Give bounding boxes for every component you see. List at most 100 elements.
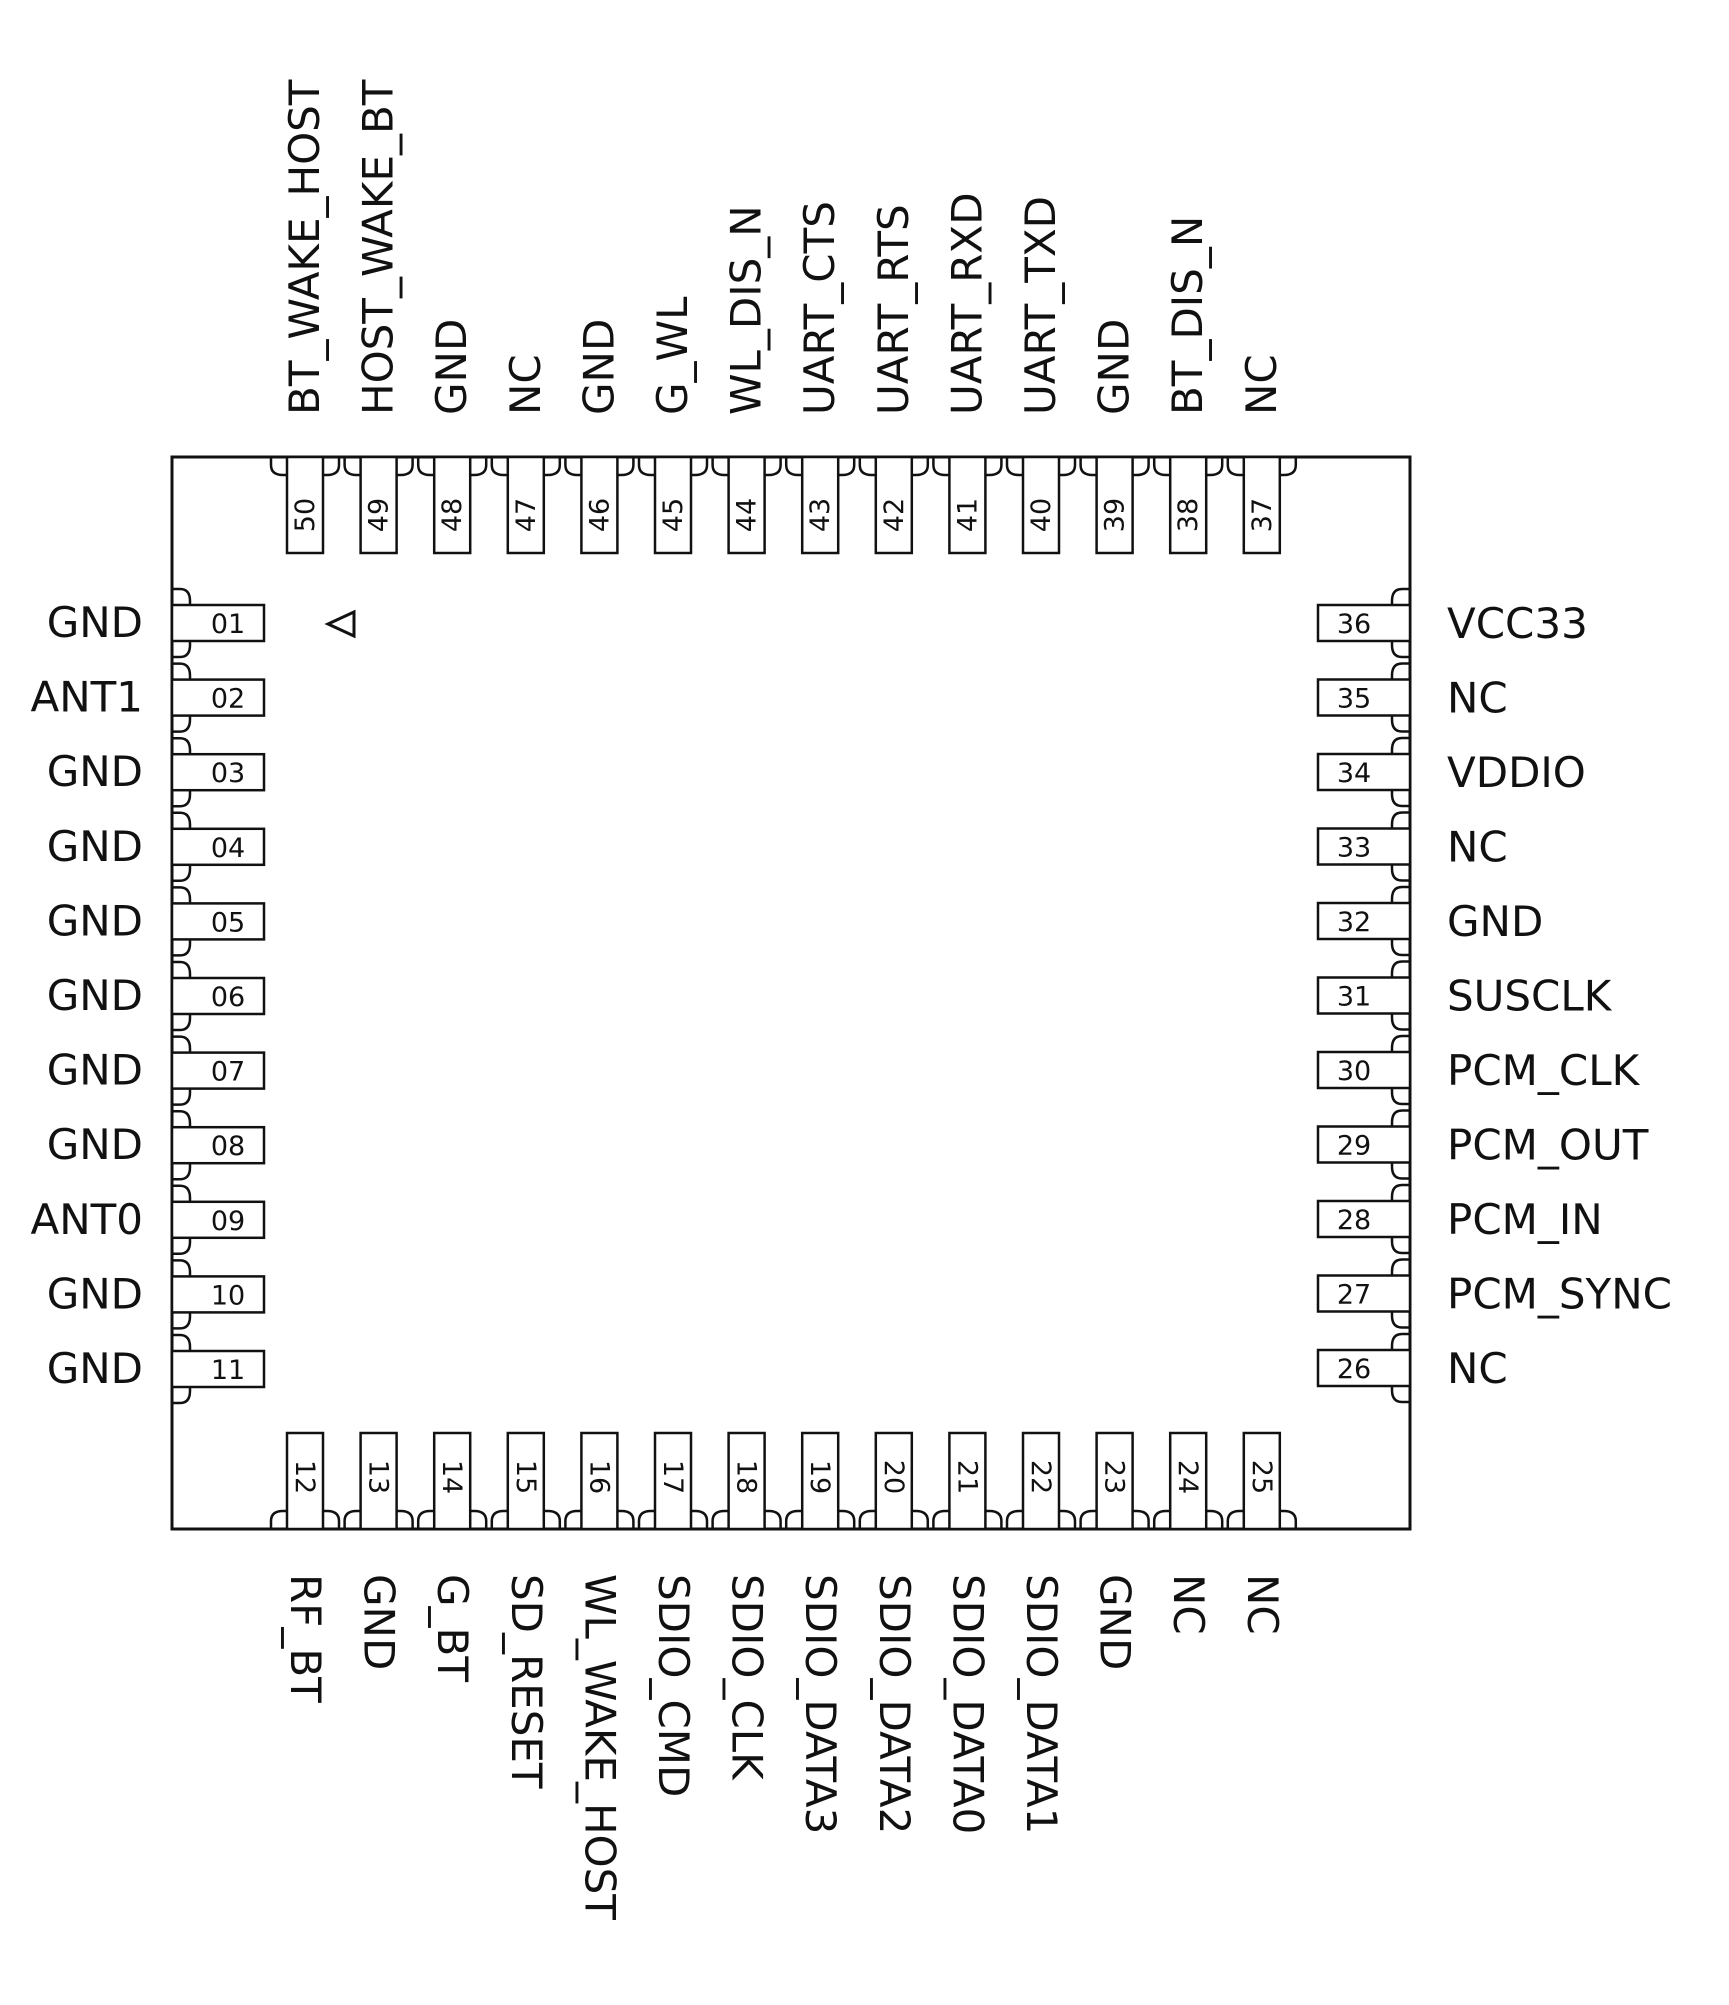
pad-rect: [432, 1431, 472, 1531]
pad-rect: [359, 455, 398, 555]
pad-rect: [1316, 1199, 1412, 1239]
pin-number: 15: [510, 1460, 541, 1494]
pin-number: 33: [1337, 833, 1371, 864]
pin-number: 06: [211, 982, 245, 1013]
pin-name: SDIO_CMD: [649, 1574, 698, 1797]
pin-top-37: 37 NC: [1226, 354, 1298, 555]
pin-number: 18: [731, 1460, 762, 1494]
pad-rect: [170, 976, 266, 1016]
pin-name: SD_RESET: [502, 1574, 551, 1789]
pin-name: PCM_OUT: [1447, 1121, 1649, 1170]
pad-rect: [170, 752, 266, 792]
pin-name: GND: [1090, 319, 1139, 415]
pad-rect: [285, 455, 325, 555]
pad-rect: [170, 1275, 266, 1314]
pin-number: 11: [211, 1355, 245, 1386]
pin-top-47: 47 NC: [490, 354, 562, 555]
pad-rect: [1316, 1274, 1412, 1313]
pin-number: 32: [1337, 907, 1371, 938]
pin-number: 42: [879, 498, 910, 532]
pin-name: GND: [47, 896, 143, 945]
pad-rect: [1095, 455, 1134, 555]
pad-rect: [1168, 1431, 1208, 1531]
pin-name: SDIO_DATA3: [796, 1574, 845, 1834]
pad-rect: [432, 455, 472, 555]
pin-number: 25: [1246, 1460, 1277, 1494]
pin-name: SDIO_DATA1: [1017, 1574, 1066, 1834]
pin-number: 08: [211, 1131, 245, 1162]
pin-name: G_WL: [648, 296, 697, 415]
pin-name: ANT1: [30, 673, 143, 722]
pad-rect: [800, 1431, 840, 1531]
pad-rect: [170, 1349, 266, 1389]
pin-name: GND: [1091, 1574, 1140, 1670]
pin-number: 28: [1337, 1205, 1371, 1236]
pad-rect: [800, 455, 840, 555]
pad-rect: [170, 1200, 266, 1240]
pin-bottom-14: 14G_BT: [416, 1431, 488, 1682]
pin-number: 34: [1337, 758, 1371, 789]
pin-top-45: 45 G_WL: [637, 296, 709, 555]
pin-name: NC: [501, 354, 550, 415]
pin-name: GND: [355, 1574, 404, 1670]
pin-name: PCM_SYNC: [1447, 1270, 1672, 1319]
pad-rect: [1316, 603, 1412, 643]
pin-left-02: 02 ANT1: [30, 662, 266, 733]
pad-rect: [170, 827, 266, 867]
pins-bottom-group: 12RF_BT13GND14G_BT15SD_RESET16WL_WAKE_HO…: [269, 1431, 1298, 1920]
triangle-pin1-marker-icon: [324, 609, 356, 639]
pin-number: 47: [511, 498, 542, 532]
pin-name: VDDIO: [1447, 748, 1586, 797]
pad-rect: [580, 1431, 619, 1531]
pin-name: PCM_CLK: [1447, 1046, 1641, 1095]
pin-name: NC: [1237, 354, 1286, 415]
pad-rect: [653, 1431, 693, 1531]
pin-name: SDIO_DATA0: [943, 1574, 992, 1834]
pin-name: NC: [1447, 823, 1508, 872]
pin-number: 04: [211, 833, 245, 864]
pin-number: 35: [1337, 684, 1371, 715]
pin-number: 43: [805, 498, 836, 532]
pin-number: 16: [583, 1460, 614, 1494]
pin-name: BT_WAKE_HOST: [280, 79, 329, 415]
pin-number: 46: [584, 498, 615, 532]
pad-rect: [727, 455, 766, 555]
pin-number: 37: [1247, 498, 1278, 532]
pin-name: BT_DIS_N: [1163, 216, 1212, 415]
pin-number: 10: [211, 1280, 245, 1311]
pad-rect: [1316, 827, 1412, 866]
pad-rect: [1021, 455, 1061, 555]
pin-number: 21: [951, 1460, 982, 1494]
pin-number: 45: [658, 498, 689, 532]
pin-name: UART_RXD: [942, 192, 991, 415]
pin-number: 17: [657, 1460, 688, 1494]
pin-name: SDIO_DATA2: [870, 1574, 919, 1834]
pin-number: 02: [211, 684, 245, 715]
pin-number: 49: [364, 498, 395, 532]
pin-right-34: 34 VDDIO: [1316, 736, 1586, 808]
pad-rect: [506, 1431, 546, 1531]
